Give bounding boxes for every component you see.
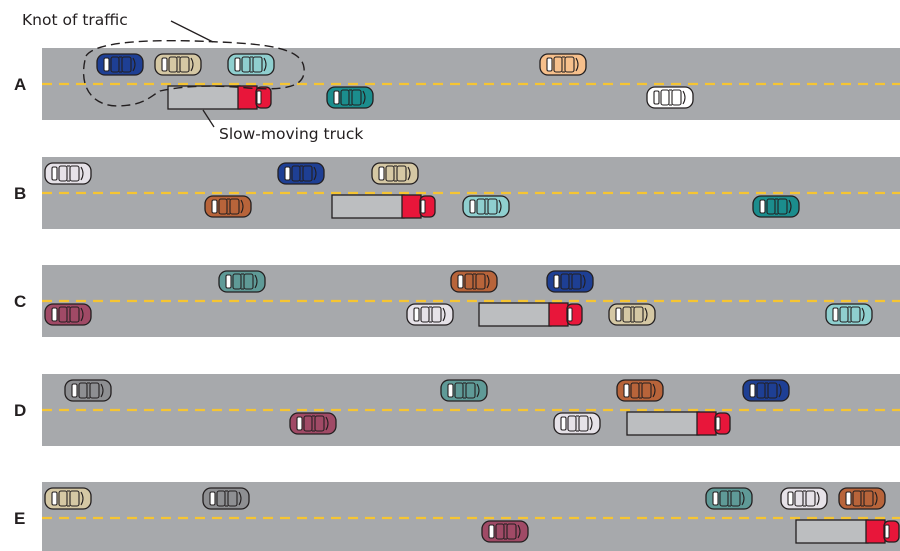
slow-moving-truck-label: Slow-moving truck xyxy=(219,125,363,143)
car xyxy=(44,487,92,510)
lane-d: D xyxy=(14,374,900,446)
car xyxy=(202,487,250,510)
lane-label: E xyxy=(14,509,25,528)
lane-label: A xyxy=(14,75,26,94)
car xyxy=(326,86,374,109)
knot-of-traffic-outline xyxy=(82,39,305,107)
car xyxy=(204,195,252,218)
car xyxy=(440,379,488,402)
car xyxy=(705,487,753,510)
car xyxy=(64,379,112,402)
car xyxy=(462,195,510,218)
truck xyxy=(478,302,583,327)
car xyxy=(96,53,144,76)
lane-e: E xyxy=(14,482,900,551)
lane-b: B xyxy=(14,157,900,229)
lane-label: B xyxy=(14,184,26,203)
lanes-layer: A B C D E xyxy=(14,48,900,551)
car xyxy=(227,53,275,76)
lane-c: C xyxy=(14,265,900,337)
car xyxy=(780,487,828,510)
car xyxy=(44,162,92,185)
lane-label: C xyxy=(14,292,26,311)
lane-a: A xyxy=(14,48,900,120)
car xyxy=(154,53,202,76)
car xyxy=(546,270,594,293)
car xyxy=(838,487,886,510)
car xyxy=(450,270,498,293)
car xyxy=(752,195,800,218)
car xyxy=(825,303,873,326)
car xyxy=(646,86,694,109)
knot-of-traffic-label: Knot of traffic xyxy=(22,11,128,29)
car xyxy=(371,162,419,185)
car xyxy=(616,379,664,402)
annotations: Knot of traffic Slow-moving truck xyxy=(22,11,363,143)
car xyxy=(44,303,92,326)
car xyxy=(539,53,587,76)
car xyxy=(289,412,337,435)
car xyxy=(742,379,790,402)
car xyxy=(277,162,325,185)
car xyxy=(553,412,601,435)
car xyxy=(406,303,454,326)
car xyxy=(218,270,266,293)
road xyxy=(42,482,900,551)
truck xyxy=(331,194,436,219)
car xyxy=(481,520,529,543)
truck xyxy=(626,411,731,436)
knot-leader-line xyxy=(170,20,214,43)
truck xyxy=(167,85,272,110)
truck xyxy=(795,519,900,544)
truck-leader-line xyxy=(202,109,215,128)
lane-label: D xyxy=(14,401,26,420)
car xyxy=(608,303,656,326)
